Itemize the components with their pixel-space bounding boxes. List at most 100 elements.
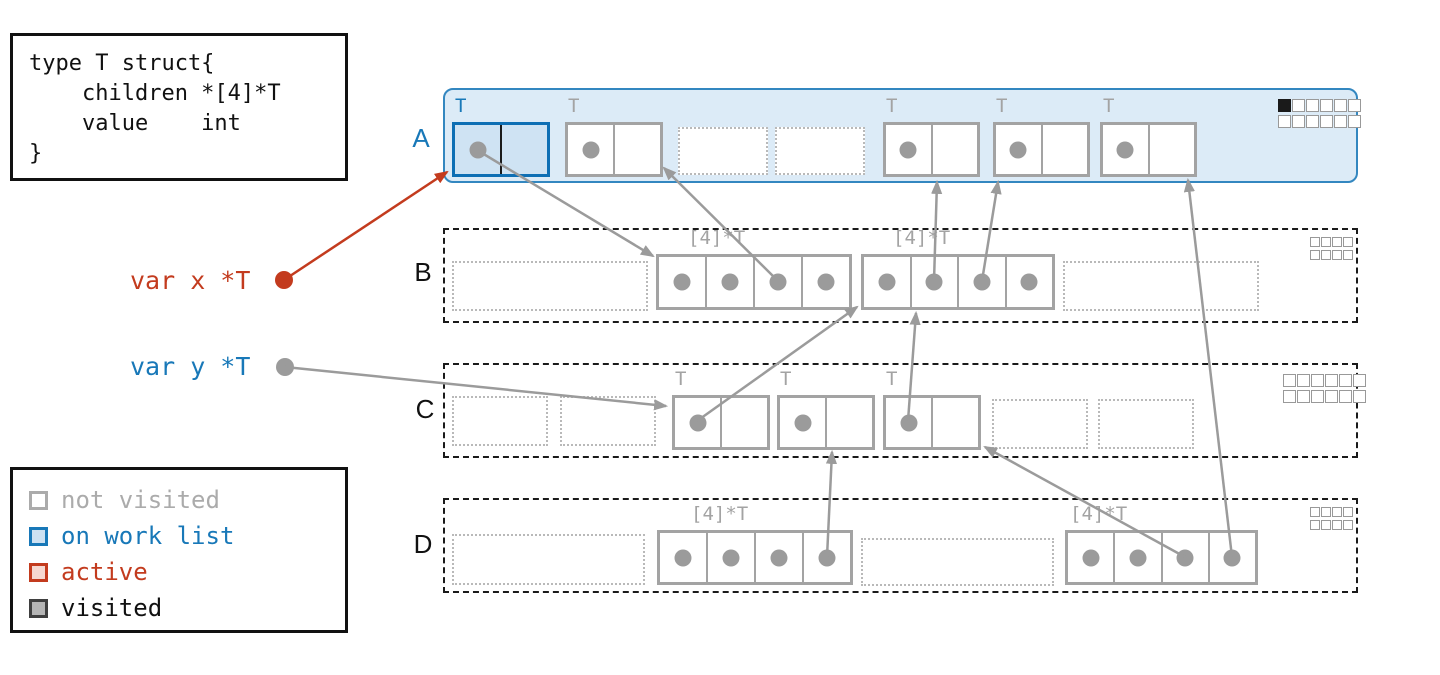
object-type-label: T — [996, 95, 1008, 117]
free-slot-a3 — [678, 127, 768, 175]
pointer-cell — [755, 257, 803, 307]
bitmap-cell — [1278, 99, 1291, 112]
free-slot-b4 — [1063, 261, 1259, 311]
legend-label: on work list — [61, 522, 235, 550]
heap-object-d4 — [1065, 530, 1258, 585]
bitmap-cell — [1297, 390, 1310, 403]
bitmap-cell — [1325, 390, 1338, 403]
pointer-cell — [708, 533, 756, 582]
pointer-dot — [722, 549, 740, 566]
bitmap-cell — [1292, 115, 1305, 128]
pointer-dot — [1009, 141, 1027, 158]
pointer-cell — [804, 533, 850, 582]
bitmap-cell — [1310, 520, 1320, 530]
bitmap-cell — [1353, 374, 1366, 387]
object-type-label: T — [886, 95, 898, 117]
heap-object-b3 — [861, 254, 1055, 310]
value-cell — [722, 398, 767, 447]
pointer-dot — [1223, 549, 1241, 566]
free-slot-c2 — [560, 396, 656, 446]
heap-object-a5 — [883, 122, 980, 177]
pointer-dot — [1020, 273, 1038, 291]
type-definition-code: type T struct{ children *[4]*T value int… — [29, 51, 281, 166]
legend-item-visited: visited — [29, 590, 345, 626]
pointer-cell — [1007, 257, 1053, 307]
bitmap-cell — [1343, 250, 1353, 260]
pointer-dot — [1176, 549, 1194, 566]
pointer-cell — [864, 257, 912, 307]
bitmap-cell — [1339, 374, 1352, 387]
bitmap-cell — [1310, 250, 1320, 260]
value-cell — [933, 398, 978, 447]
pointer-dot — [769, 273, 787, 291]
bitmap-cell — [1311, 390, 1324, 403]
bitmap-cell — [1332, 250, 1342, 260]
visited-swatch-icon — [29, 598, 48, 618]
heap-object-a7 — [1100, 122, 1197, 177]
bitmap-cell — [1339, 390, 1352, 403]
active-swatch-icon — [29, 562, 48, 582]
pointer-dot — [770, 549, 788, 566]
bitmap-cell — [1278, 115, 1291, 128]
pointer-cell — [959, 257, 1007, 307]
pointer-dot — [673, 273, 691, 291]
legend-label: visited — [61, 594, 163, 622]
pointer-cell — [707, 257, 755, 307]
bitmap-cell — [1332, 237, 1342, 247]
pointer-cell — [1103, 125, 1150, 174]
heap-object-c5 — [883, 395, 981, 450]
value-cell — [933, 125, 978, 174]
span-b-label: B — [414, 257, 432, 287]
free-slot-a4 — [775, 127, 865, 175]
heap-object-c4 — [777, 395, 875, 450]
pointer-cell — [659, 257, 707, 307]
object-type-label: T — [675, 368, 687, 390]
object-type-label: T — [455, 95, 467, 117]
pointer-dot — [818, 549, 836, 566]
bitmap-cell — [1321, 250, 1331, 260]
bitmap-cell — [1321, 237, 1331, 247]
mark-bitmap-d — [1310, 507, 1353, 530]
mark-bitmap-a — [1278, 99, 1361, 128]
heap-object-c3 — [672, 395, 770, 450]
pointer-dot — [689, 414, 706, 431]
heap-object-a1 — [452, 122, 550, 177]
legend: not visited on work list active visited — [10, 467, 348, 633]
free-slot-b1 — [452, 261, 648, 311]
pointer-dot — [973, 273, 991, 291]
var-x-label: var x *T — [130, 266, 251, 295]
value-cell — [502, 125, 547, 174]
pointer-cell — [568, 125, 615, 174]
bitmap-cell — [1334, 115, 1347, 128]
free-slot-d1 — [452, 534, 645, 585]
pointer-cell — [886, 398, 933, 447]
not-visited-swatch-icon — [29, 490, 48, 510]
object-type-label: T — [886, 368, 898, 390]
bitmap-cell — [1311, 374, 1324, 387]
object-type-label: [4]*T — [688, 227, 746, 249]
pointer-dot — [674, 549, 692, 566]
bitmap-cell — [1292, 99, 1305, 112]
span-a-label: A — [412, 123, 430, 153]
object-type-label: T — [568, 95, 580, 117]
pointer-dot — [1082, 549, 1100, 566]
free-slot-d3 — [861, 538, 1054, 586]
bitmap-cell — [1334, 99, 1347, 112]
mark-bitmap-c — [1283, 374, 1366, 403]
object-type-label: [4]*T — [893, 227, 951, 249]
pointer-cell — [455, 125, 502, 174]
bitmap-cell — [1321, 520, 1331, 530]
value-cell — [1043, 125, 1088, 174]
heap-object-a2 — [565, 122, 663, 177]
pointer-cell — [1115, 533, 1163, 582]
type-definition-box: type T struct{ children *[4]*T value int… — [10, 33, 348, 181]
bitmap-cell — [1320, 99, 1333, 112]
bitmap-cell — [1348, 99, 1361, 112]
pointer-cell — [1163, 533, 1210, 582]
bitmap-cell — [1343, 507, 1353, 517]
pointer-dot — [899, 141, 917, 158]
bitmap-cell — [1320, 115, 1333, 128]
legend-item-active: active — [29, 554, 345, 590]
bitmap-cell — [1310, 507, 1320, 517]
pointer-dot — [1116, 141, 1134, 158]
